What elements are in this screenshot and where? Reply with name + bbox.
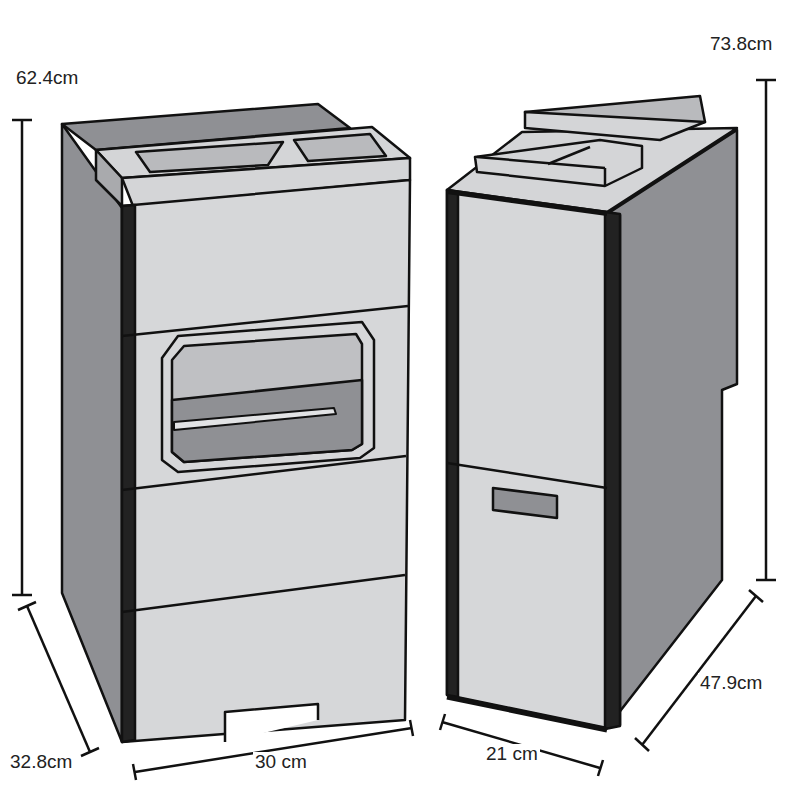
right-unit — [447, 96, 737, 730]
dimension-lines — [12, 80, 776, 780]
dimension-label: 32.8cm — [8, 752, 74, 773]
dimension-label: 73.8cm — [708, 34, 774, 55]
dimension-label: 21 cm — [484, 744, 540, 765]
dimension-label: 30 cm — [253, 752, 309, 773]
left-unit — [62, 104, 410, 742]
dimension-label: 62.4cm — [14, 68, 80, 89]
dimension-label: 47.9cm — [698, 673, 764, 694]
